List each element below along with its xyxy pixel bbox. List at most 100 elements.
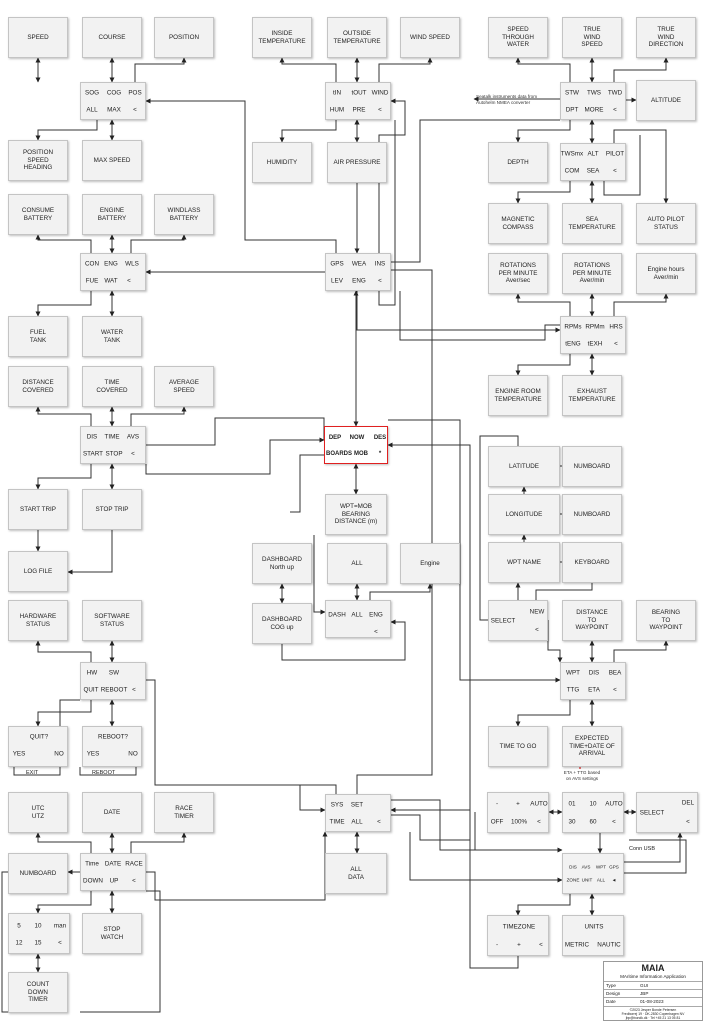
menu-item-back[interactable]: < (535, 626, 539, 634)
menu-item-bea[interactable]: BEA (608, 669, 622, 677)
menu-item-all[interactable]: ALL (86, 106, 98, 114)
menu-item-mob[interactable]: MOB (354, 451, 368, 457)
distance-to-waypoint-box[interactable]: DISTANCE TO WAYPOINT (562, 600, 622, 641)
menu-item-auto[interactable]: AUTO (605, 800, 623, 808)
time-to-go-box[interactable]: TIME TO GO (488, 726, 548, 767)
menu-item-sys[interactable]: SYS (330, 801, 344, 809)
reboot-no[interactable]: NO (128, 750, 138, 758)
menu-item-back[interactable]: < (374, 628, 378, 636)
menu-item-rpmm[interactable]: RPMm (585, 323, 605, 331)
outside-temperature-box[interactable]: OUTSIDE TEMPERATURE (327, 17, 387, 58)
speed-box[interactable]: SPEED (8, 17, 68, 58)
true-wind-direction-box[interactable]: TRUE WIND DIRECTION (636, 17, 696, 58)
keyboard-box[interactable]: KEYBOARD (562, 542, 622, 583)
menu-item-back[interactable]: < (58, 939, 62, 947)
menu-item-10[interactable]: 10 (34, 922, 42, 930)
menu-item-unit[interactable]: UNIT (581, 877, 593, 883)
menu-item-avs[interactable]: AVS (126, 433, 140, 441)
magnetic-compass-box[interactable]: MAGNETIC COMPASS (488, 203, 548, 244)
menu-item-pos[interactable]: POS (128, 89, 142, 97)
menu-item-back[interactable]: < (613, 167, 617, 175)
menu-item-twsmx[interactable]: TWSmx (560, 150, 584, 158)
menu-item-back[interactable]: ◄ (611, 877, 617, 883)
altitude-box[interactable]: ALTITUDE (636, 80, 696, 121)
utc-box[interactable]: UTC UTZ (8, 792, 68, 833)
expected-arrival-box[interactable]: EXPECTED TIME+DATE OF ARRIVAL (562, 726, 622, 767)
menu-item-wpt[interactable]: WPT (595, 864, 607, 870)
latitude-box[interactable]: LATITUDE (488, 446, 560, 487)
menu-item-time[interactable]: TIME (104, 433, 120, 441)
log-file-box[interactable]: LOG FILE (8, 551, 68, 592)
bearing-to-waypoint-box[interactable]: BEARING TO WAYPOINT (636, 600, 696, 641)
menu-item-ins[interactable]: INS (374, 260, 386, 268)
menu-item-minus[interactable]: - (495, 941, 499, 949)
menu-item-stop[interactable]: STOP (105, 450, 123, 458)
engine-dashboard-box[interactable]: Engine (400, 543, 460, 584)
menu-item-sea[interactable]: SEA (586, 167, 600, 175)
menu-item-plus[interactable]: + (517, 941, 521, 949)
menu-item-boards[interactable]: BOARDS (325, 451, 353, 457)
stop-watch-box[interactable]: STOP WATCH (82, 913, 142, 954)
menu-item-back[interactable]: < (131, 450, 135, 458)
menu-item-eng[interactable]: ENG (369, 611, 383, 619)
quit-yes[interactable]: YES (12, 750, 26, 758)
menu-item-des[interactable]: DES (373, 435, 387, 441)
count-down-timer-box[interactable]: COUNT DOWN TIMER (8, 972, 68, 1013)
menu-item-all[interactable]: ALL (351, 818, 363, 826)
menu-item-lev[interactable]: LEV (331, 277, 343, 285)
all-data-box[interactable]: ALL DATA (325, 853, 387, 894)
menu-item-new[interactable]: NEW (529, 608, 545, 616)
menu-item-up[interactable]: UP (109, 877, 119, 885)
rpm-per-min-box[interactable]: ROTATIONS PER MINUTE Aver/min (562, 253, 622, 294)
depth-box[interactable]: DEPTH (488, 142, 548, 183)
menu-item-back[interactable]: < (613, 686, 617, 694)
exhaust-temperature-box[interactable]: EXHAUST TEMPERATURE (562, 375, 622, 416)
menu-item-zone[interactable]: ZONE (566, 877, 580, 883)
menu-item-plus[interactable]: + (516, 800, 520, 808)
menu-item-dis[interactable]: DIS (86, 433, 98, 441)
course-box[interactable]: COURSE (82, 17, 142, 58)
fuel-tank-box[interactable]: FUEL TANK (8, 316, 68, 357)
menu-item-5[interactable]: 5 (17, 922, 21, 930)
menu-item-hw[interactable]: HW (86, 669, 98, 677)
menu-item-30[interactable]: 30 (568, 818, 576, 826)
menu-item-stw[interactable]: STW (565, 89, 579, 97)
menu-item-12[interactable]: 12 (15, 939, 23, 947)
auto-pilot-status-box[interactable]: AUTO PILOT STATUS (636, 203, 696, 244)
menu-item-teng[interactable]: tENG (565, 340, 581, 348)
start-trip-box[interactable]: START TRIP (8, 489, 68, 530)
numboard-longitude-box[interactable]: NUMBOARD (562, 494, 622, 535)
menu-item-set[interactable]: SET (350, 801, 364, 809)
software-status-box[interactable]: SOFTWARE STATUS (82, 600, 142, 641)
menu-item-back[interactable]: < (133, 106, 137, 114)
menu-item-back[interactable]: < (127, 277, 131, 285)
menu-item-del[interactable]: DEL (681, 799, 695, 807)
menu-item-down[interactable]: DOWN (83, 877, 103, 885)
windlass-battery-box[interactable]: WINDLASS BATTERY (154, 194, 214, 235)
engine-room-temperature-box[interactable]: ENGINE ROOM TEMPERATURE (488, 375, 548, 416)
menu-item-back[interactable]: < (132, 686, 136, 694)
menu-item-all[interactable]: ALL (596, 877, 606, 883)
menu-item-back[interactable]: < (539, 941, 543, 949)
menu-item-reboot[interactable]: REBOOT (100, 686, 128, 694)
menu-item-pre[interactable]: PRE (352, 106, 366, 114)
menu-item-ttg[interactable]: TTG (566, 686, 580, 694)
stop-trip-box[interactable]: STOP TRIP (82, 489, 142, 530)
menu-item-alt[interactable]: ALT (587, 150, 599, 158)
menu-item-race[interactable]: RACE (125, 860, 143, 868)
menu-item-more[interactable]: MORE (584, 106, 604, 114)
position-speed-heading-box[interactable]: POSITION SPEED HEADING (8, 140, 68, 181)
menu-item-eng[interactable]: ENG (352, 277, 366, 285)
position-box[interactable]: POSITION (154, 17, 214, 58)
all-dashboard-box[interactable]: ALL (327, 543, 387, 584)
menu-item-metric[interactable]: METRIC (564, 941, 590, 949)
menu-item-off[interactable]: OFF (490, 818, 504, 826)
menu-item-minus[interactable]: - (495, 800, 499, 808)
numboard-time-box[interactable]: NUMBOARD (8, 853, 68, 894)
hardware-status-box[interactable]: HARDWARE STATUS (8, 600, 68, 641)
dashboard-cog-up-box[interactable]: DASHBOARD COG up (252, 603, 312, 644)
menu-item-eta[interactable]: ETA (588, 686, 600, 694)
air-pressure-box[interactable]: AIR PRESSURE (327, 142, 387, 183)
menu-item-hrs[interactable]: HRS (609, 323, 623, 331)
rpm-per-sec-box[interactable]: ROTATIONS PER MINUTE Aver/sec (488, 253, 548, 294)
